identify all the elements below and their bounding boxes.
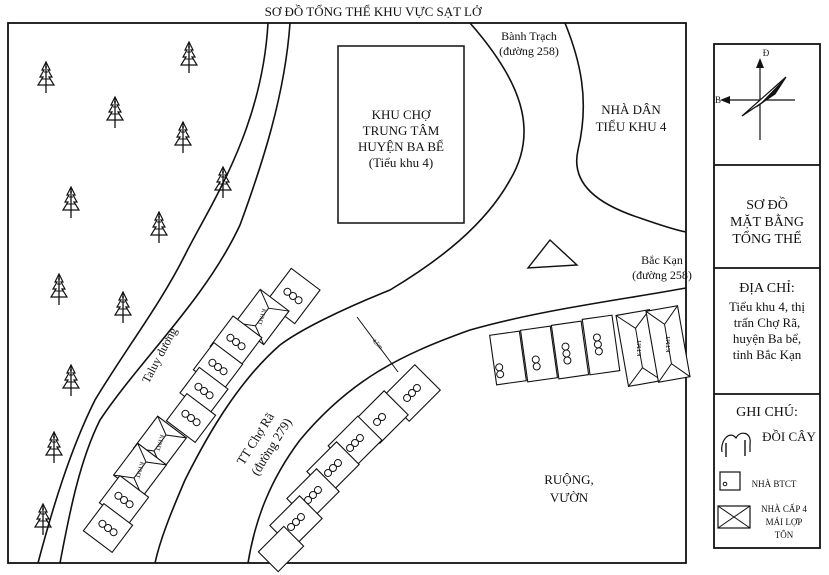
tree-icon: [114, 291, 132, 324]
house-btct: [257, 525, 305, 573]
tree-icon: [45, 431, 63, 464]
road-east-label-2: (đường 258): [632, 268, 692, 282]
notes-label: GHI CHÚ:: [736, 403, 798, 420]
fields-label-1: RUỘNG,: [544, 472, 593, 487]
house-btct: [581, 314, 621, 376]
tree-icon: [174, 121, 192, 154]
road-north-west-edge: [279, 22, 525, 346]
residential-label-2: TIỂU KHU 4: [596, 119, 667, 134]
map-title: SƠ ĐỒ TỔNG THỂ KHU VỰC SẠT LỞ: [265, 4, 482, 19]
house-btct: [519, 325, 559, 383]
market-label-3: HUYỆN BA BỂ: [358, 139, 444, 154]
ktmt-label: KTMT: [154, 434, 165, 452]
market-block: [337, 45, 465, 224]
tree-icon: [62, 364, 80, 397]
ktmt-label: KTMT: [637, 339, 643, 356]
tree-icon: [37, 61, 55, 94]
road-279-east-edge: [154, 344, 281, 564]
legend-panel-frame: [713, 43, 821, 549]
ktmt-label: KTMT: [256, 308, 267, 326]
houses-east-row: [257, 363, 442, 573]
house-cap4-ktmt: KTMT: [645, 305, 691, 383]
road-279-west-edge: [59, 22, 291, 564]
tree-icon: [180, 41, 198, 74]
ktmt-label: KTMT: [134, 461, 145, 479]
house-btct: [82, 502, 134, 554]
address-line-3: huyện Ba bể,: [733, 331, 801, 346]
road-north-label-1: Bành Trạch: [501, 29, 557, 43]
house-btct: [165, 392, 217, 444]
market-label-4: (Tiểu khu 4): [369, 155, 434, 170]
address-label: ĐỊA CHỈ:: [739, 279, 795, 296]
tree-icon: [62, 186, 80, 219]
tree-icon: [106, 96, 124, 129]
slope-boundary: [37, 22, 269, 564]
house-btct: [179, 366, 229, 416]
residential-label-1: NHÀ DÂN: [601, 102, 661, 117]
fields-label-2: VƯỜN: [550, 490, 589, 505]
address-line-2: trấn Chợ Rã,: [734, 315, 800, 330]
map-frame: [7, 22, 687, 564]
compass-west: B: [715, 95, 721, 105]
legend-btct-icon: [719, 471, 741, 491]
houses-west-row: KTMT KTMT KTMT: [82, 267, 321, 554]
ktmt-label: KTMT: [666, 335, 672, 352]
legend-panel: Đ B SƠ ĐỒ MẶT BẰNG TỔNG THỂ ĐỊA CHỈ: Tiể…: [714, 48, 820, 540]
road-north-label-2: (đường 258): [499, 44, 559, 58]
house-btct: [550, 320, 590, 380]
tree-icon: [34, 503, 52, 536]
legend-cap4-label-2: MÁI LỢP: [766, 517, 803, 527]
market-label-1: KHU CHỢ: [372, 107, 431, 122]
legend-trees-label: ĐỒI CÂY: [762, 429, 816, 444]
legend-cap4-icon: [717, 505, 751, 529]
tree-icon: [150, 211, 168, 244]
road-width-label: 4,5m: [371, 338, 384, 351]
compass-needle: [741, 76, 787, 117]
houses-south-row: KTMT KTMT: [489, 305, 691, 388]
house-btct: [489, 330, 527, 386]
compass-north: Đ: [763, 48, 770, 58]
legend-cap4-label-3: TÔN: [775, 530, 794, 540]
address-line-1: Tiểu khu 4, thị: [729, 299, 805, 314]
slope-label: Taluy dương: [139, 325, 180, 385]
road-north-east-edge: [564, 22, 687, 233]
road-east-south-edge: [247, 287, 687, 564]
road-width-marker: [356, 316, 399, 373]
panel-title-1: SƠ ĐỒ: [746, 195, 788, 213]
legend-cap4-label-1: NHÀ CẤP 4: [761, 504, 807, 514]
address-line-4: tỉnh Bắc Kạn: [733, 347, 802, 362]
legend-btct-label: NHÀ BTCT: [752, 479, 797, 489]
compass: Đ B: [715, 48, 795, 140]
landmark-triangle: [526, 238, 579, 269]
panel-title-3: TỔNG THỂ: [732, 229, 801, 247]
legend-trees-icon: [721, 432, 751, 457]
tree-icon: [50, 273, 68, 306]
road-east-label-1: Bắc Kạn: [641, 253, 683, 267]
market-label-2: TRUNG TÂM: [363, 123, 440, 138]
panel-title-2: MẶT BẰNG: [730, 213, 804, 230]
